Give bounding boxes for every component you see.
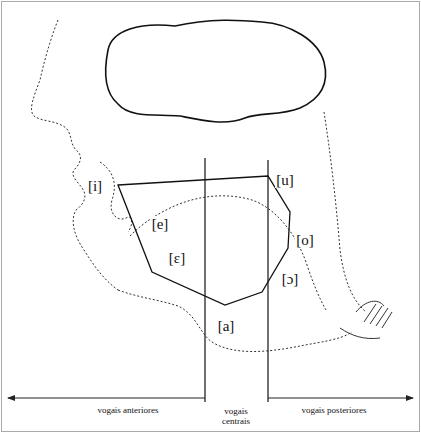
- nasal-cavity-outline: [106, 20, 326, 122]
- jaw-contour: [118, 290, 352, 352]
- pharynx-wall: [324, 112, 366, 312]
- front-central-divider: [204, 158, 205, 402]
- larynx-contour: [340, 328, 380, 339]
- vowel-symbol: [a]: [217, 318, 236, 335]
- vowel-trapezoid: [118, 176, 290, 305]
- vowel-symbol: [ɔ]: [281, 271, 300, 288]
- front-arrow: [8, 398, 205, 399]
- teeth-contour: [100, 162, 132, 232]
- vowel-symbol: [i]: [87, 178, 103, 195]
- vowel-symbol: [ɛ]: [168, 250, 186, 267]
- tongue-contour: [130, 196, 326, 310]
- epiglottis: [356, 301, 384, 312]
- back-arrow: [268, 398, 413, 399]
- vowel-symbol: [u]: [275, 172, 295, 189]
- axis-label: vogais anteriores: [96, 406, 159, 416]
- axis-label: vogais posteriores: [300, 406, 367, 416]
- vocal-folds: [364, 304, 392, 328]
- vowel-symbol: [o]: [295, 232, 315, 249]
- face-profile: [32, 20, 118, 290]
- central-back-divider: [267, 160, 268, 402]
- vowel-symbol: [e]: [151, 216, 170, 233]
- axis-label: vogais centrais: [209, 407, 263, 427]
